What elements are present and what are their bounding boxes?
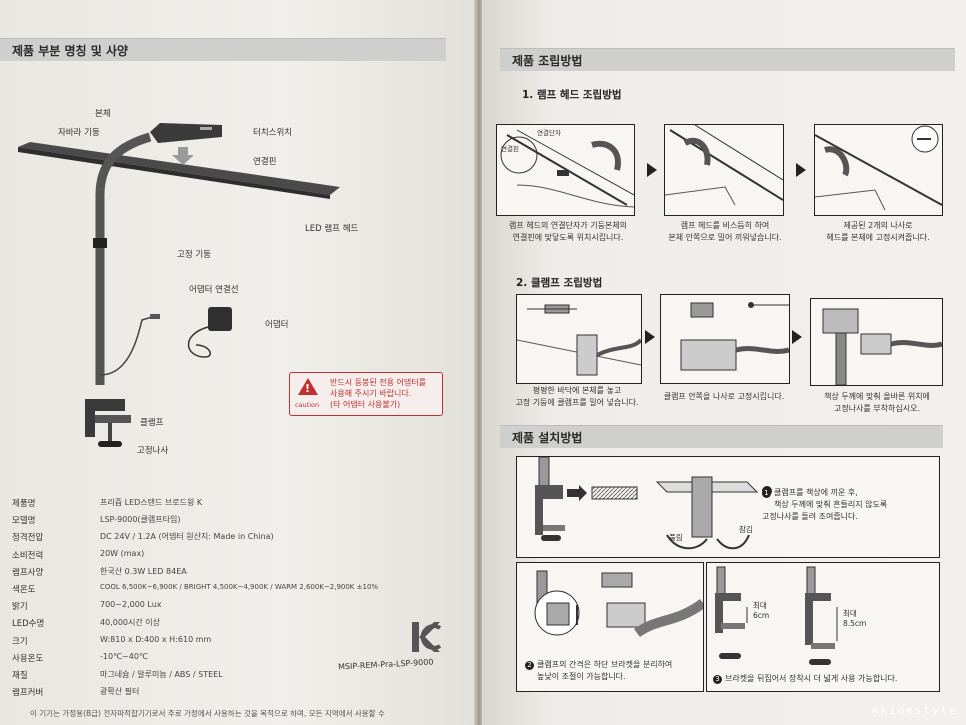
label-fixed-post: 고정 기둥 xyxy=(177,250,211,260)
step2-caption-2: 클램프 안쪽을 나사로 고정시킵니다. xyxy=(663,392,785,401)
step2-image-2 xyxy=(660,294,790,384)
section-title: 제품 설치방법 xyxy=(512,431,583,445)
step2-image-3 xyxy=(810,298,943,386)
label-magnet-post: 자바라 기둥 xyxy=(58,128,100,138)
arrow-right-icon xyxy=(645,330,655,344)
warning-icon xyxy=(298,378,318,395)
label-body: 본체 xyxy=(95,109,111,119)
section-header-install: 제품 설치방법 xyxy=(500,425,943,448)
lamp-body-shape xyxy=(150,123,222,143)
magnet-post-shape xyxy=(95,132,152,385)
label-clamp: 클램프 xyxy=(140,418,164,428)
section-header-assembly: 제품 조립방법 xyxy=(500,48,955,71)
label-led-head: LED 램프 헤드 xyxy=(305,224,359,234)
section-title: 제품 부분 명칭 및 사양 xyxy=(12,44,129,58)
step2-image-1 xyxy=(516,294,642,384)
bracket-flip-illustration xyxy=(715,566,838,665)
warning-box: ! caution 반드시 동봉된 전용 어댑터를 사용해 주시기 바랍니다. … xyxy=(289,372,443,416)
head-slide-illustration xyxy=(665,125,783,206)
arrow-right-icon xyxy=(647,163,657,177)
watermark: @kidmstyle xyxy=(871,704,958,717)
clamp-position-illustration xyxy=(822,308,942,385)
spec-row: 사용온도-10℃~40℃ xyxy=(12,651,148,664)
step1-image-3 xyxy=(814,124,943,216)
label-adapter: 어댑터 xyxy=(265,320,289,330)
arrow-down-icon xyxy=(172,147,194,165)
kc-logo-icon xyxy=(412,622,442,652)
label-touch-switch: 터치스위치 xyxy=(253,128,293,138)
right-page: 제품 조립방법 1. 램프 헤드 조립방법 연결단자 연결핀 xyxy=(482,0,966,725)
label-adapter-cable: 어댑터 연결선 xyxy=(189,285,239,295)
adapter-shape xyxy=(208,307,232,331)
caution-label: caution xyxy=(295,401,320,409)
left-page: 제품 부분 명칭 및 사양 본체 자바라 기둥 터치스위치 연결핀 LED 램프… xyxy=(0,0,478,725)
arrow-right-icon xyxy=(792,330,802,344)
label-pin: 연결핀 xyxy=(501,145,519,153)
warning-text: 반드시 동봉된 전용 어댑터를 사용해 주시기 바랍니다. (타 어댑터 사용불… xyxy=(330,378,426,409)
label-loosen: 풀림 xyxy=(669,533,683,542)
section-title: 제품 조립방법 xyxy=(512,54,583,68)
section-header-parts: 제품 부분 명칭 및 사양 xyxy=(0,38,446,61)
step2-title: 2. 클램프 조립방법 xyxy=(516,277,603,289)
label-tighten: 잠김 xyxy=(739,525,753,534)
bracket-detach-illustration xyxy=(534,570,703,638)
arrow-right-icon xyxy=(796,163,806,177)
screw-shape xyxy=(98,441,122,447)
clamp-insert-illustration xyxy=(517,304,641,376)
lamp-illustration xyxy=(18,123,340,447)
footnote: 이 기기는 가정용(B급) 전자파적합기기로서 주로 가정에서 사용하는 것을 … xyxy=(30,709,385,718)
led-head-shape xyxy=(18,142,340,195)
label-screw: 고정나사 xyxy=(137,446,169,456)
step1-title: 1. 램프 헤드 조립방법 xyxy=(522,89,622,101)
step1-image-2 xyxy=(664,124,784,216)
label-terminal: 연결단자 xyxy=(537,129,561,137)
head-connect-illustration xyxy=(500,129,634,208)
clamp-screw-illustration xyxy=(680,302,789,371)
step1-image-1: 연결단자 연결핀 xyxy=(496,124,635,216)
head-screw-illustration xyxy=(815,125,942,211)
page-gutter xyxy=(474,0,484,725)
label-connect-pin: 연결핀 xyxy=(253,157,277,167)
